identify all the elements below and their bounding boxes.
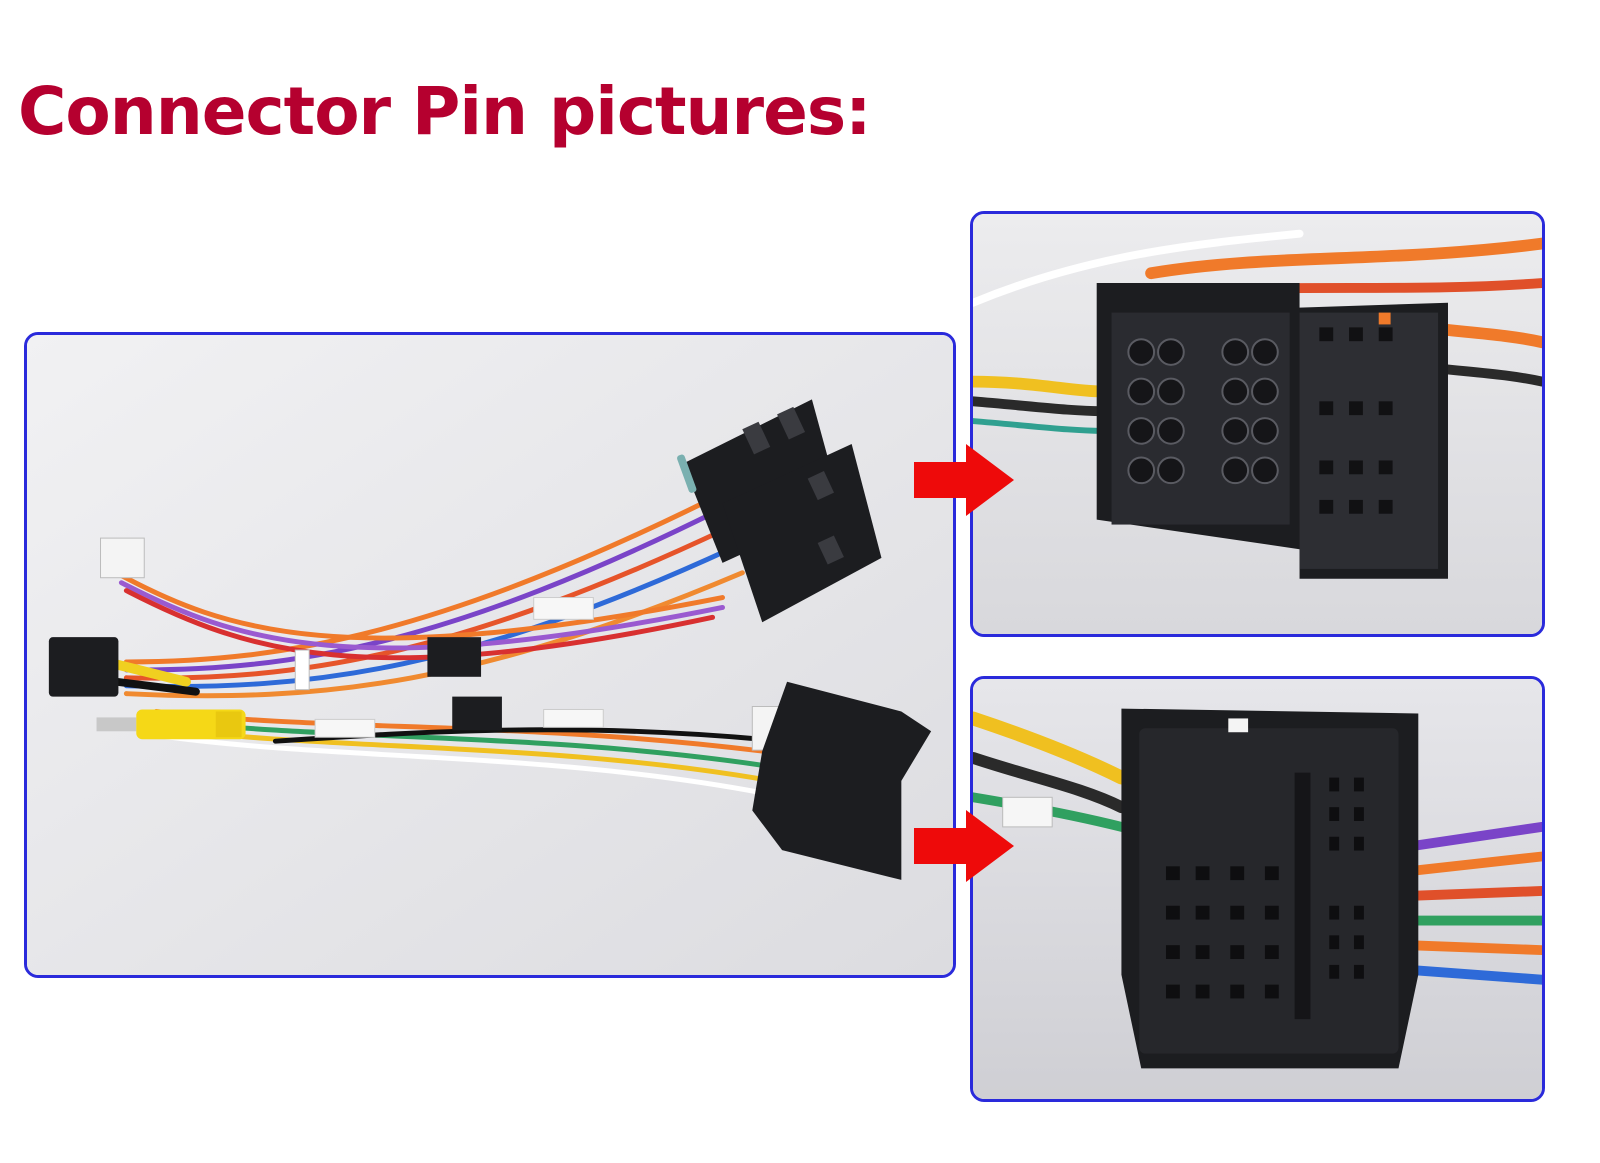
page-title: Connector Pin pictures: (18, 73, 872, 150)
arrow-right-icon (914, 810, 1014, 882)
quadlock-connector-illustration (973, 679, 1542, 1099)
harness-illustration (27, 335, 953, 975)
harness-overview-photo (24, 332, 956, 978)
arrow-right-icon (914, 444, 1014, 516)
iso-connector-illustration (973, 214, 1542, 634)
connector-pins-closeup-2 (970, 676, 1545, 1102)
connector-pins-closeup-1 (970, 211, 1545, 637)
